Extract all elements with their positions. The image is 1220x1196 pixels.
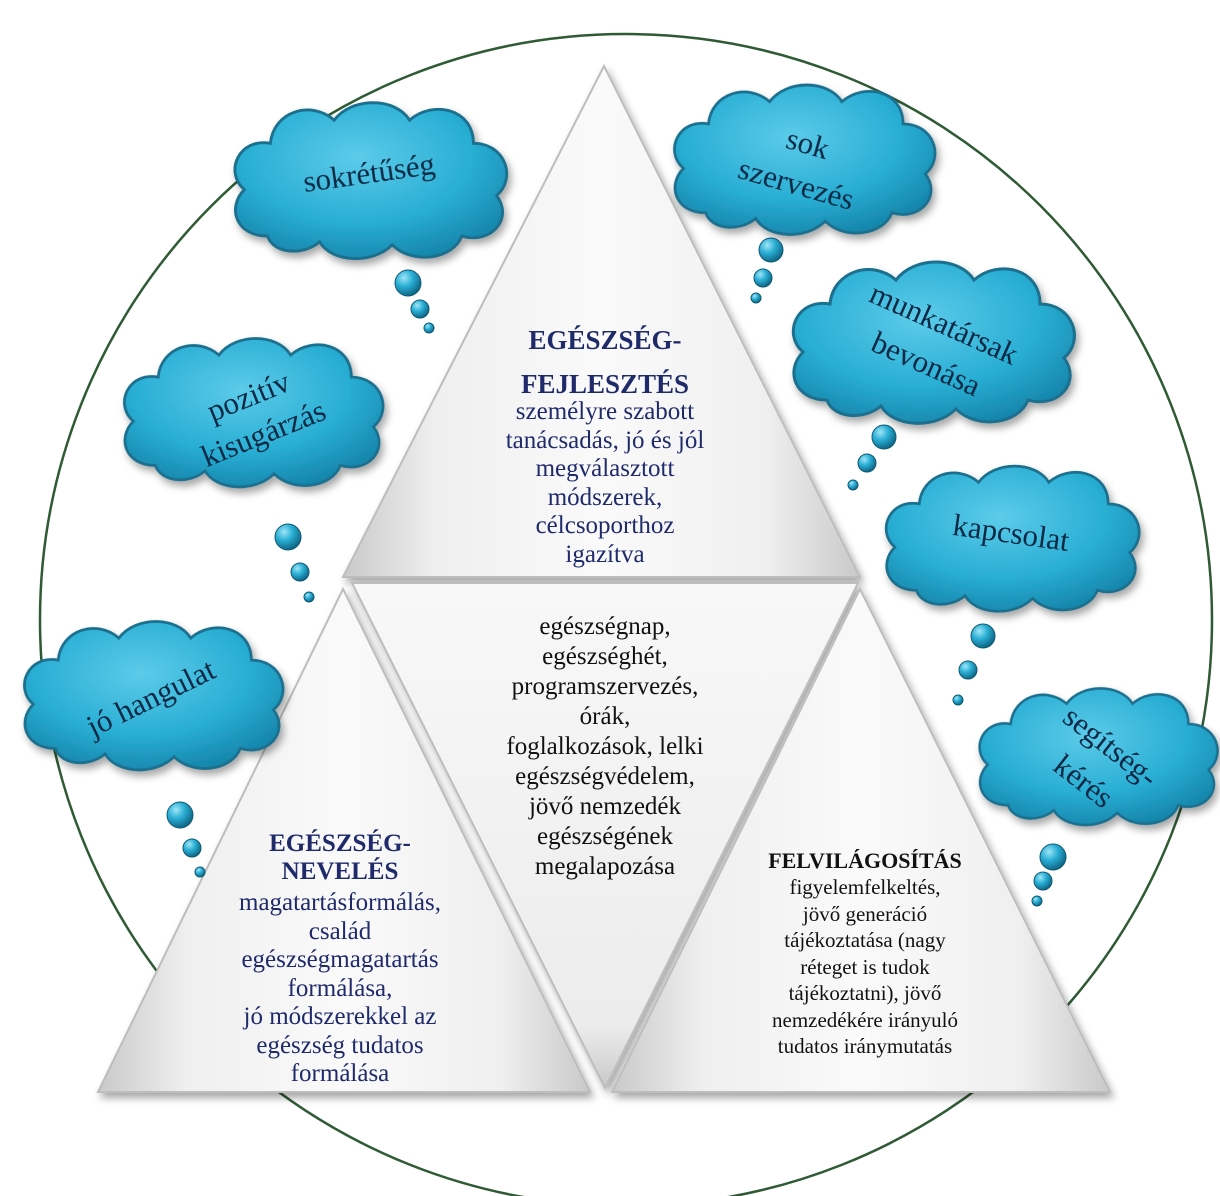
bubble	[394, 269, 422, 297]
bubble	[1039, 843, 1067, 871]
triangle-left	[96, 586, 592, 1093]
left-triangle-body: magatartásformálás, család egészségmagat…	[239, 889, 441, 1087]
center-triangle-body: egészségnap, egészséghét, programszervez…	[506, 613, 704, 880]
triangle-top	[341, 63, 862, 578]
bubble	[952, 694, 964, 706]
right-triangle-body: figyelemfelkeltés, jövő generáció tájéko…	[772, 875, 958, 1058]
left-triangle-title: EGÉSZSÉG- NEVELÉS	[269, 830, 411, 885]
bubble	[410, 299, 430, 319]
bubble	[750, 292, 762, 304]
bubble	[753, 268, 773, 288]
bubble	[182, 838, 202, 858]
bubble	[758, 237, 784, 263]
bubble	[290, 562, 310, 582]
bubble	[274, 523, 302, 551]
bubble	[857, 453, 877, 473]
bubble	[958, 660, 978, 680]
top-triangle-title: EGÉSZSÉG- FEJLESZTÉS	[520, 325, 690, 399]
outer-circle	[38, 32, 1214, 1196]
triangle-center	[350, 582, 860, 1091]
right-triangle-title: FELVILÁGOSÍTÁS	[768, 848, 962, 873]
bubble	[847, 479, 859, 491]
thought-bubbles	[166, 237, 1067, 907]
bubble	[1031, 895, 1043, 907]
triangle-right	[610, 586, 1112, 1093]
top-triangle-body: személyre szabott tanácsadás, jó és jól …	[505, 398, 705, 568]
bubble	[303, 591, 315, 603]
bubble	[194, 866, 206, 878]
bubble	[166, 801, 194, 829]
bubble	[970, 623, 996, 649]
bubble	[1033, 871, 1053, 891]
triangle-group	[96, 63, 1112, 1093]
bubble	[871, 424, 897, 450]
bubble	[423, 322, 435, 334]
